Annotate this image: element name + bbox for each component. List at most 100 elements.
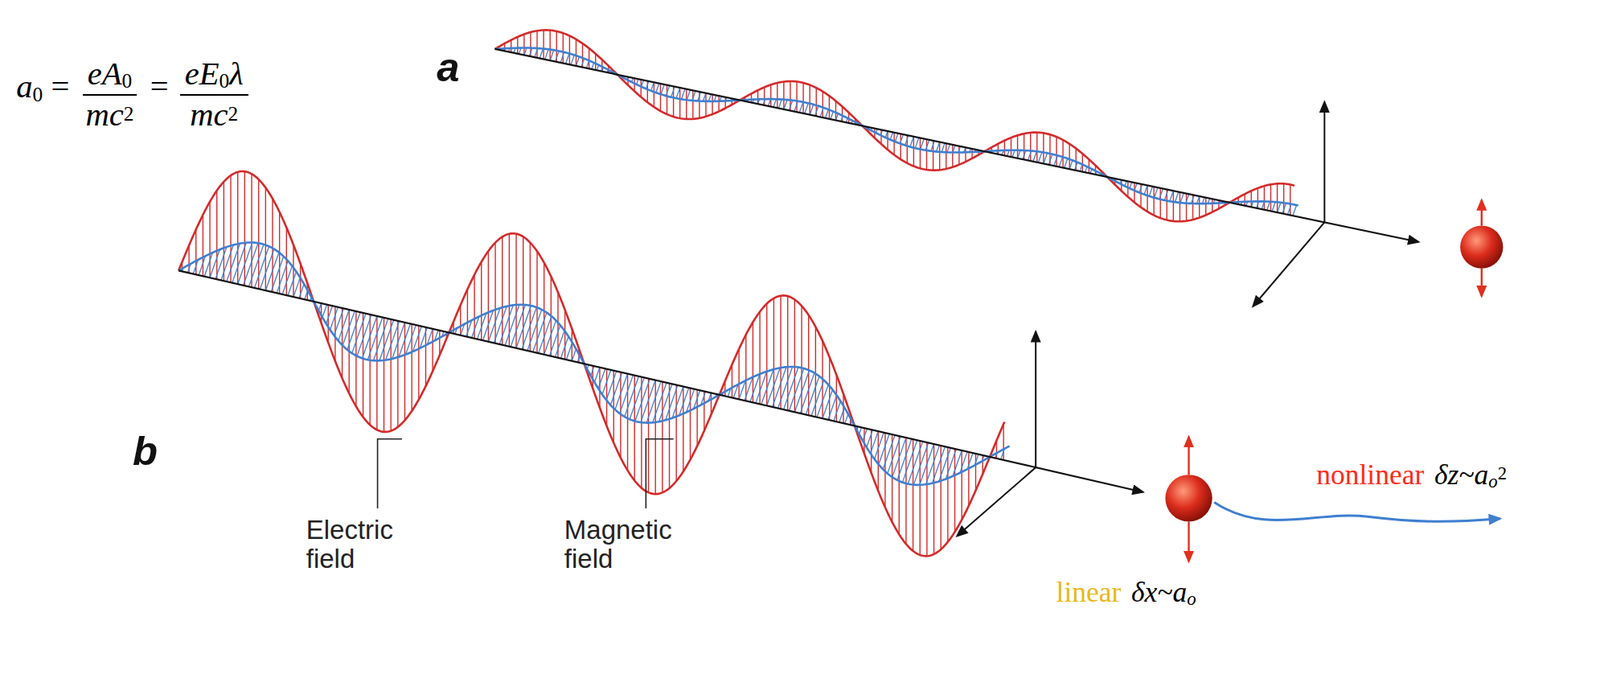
electric-hatch [800, 305, 802, 414]
electric-field-curve [495, 29, 1296, 222]
magnetic-hatch [571, 348, 576, 362]
magnetic-hatch [866, 430, 874, 448]
electric-hatch [508, 233, 510, 347]
electric-hatch [1133, 182, 1135, 203]
electric-hatch [773, 298, 775, 408]
electric-hatch [431, 328, 433, 372]
magnetic-hatch [379, 320, 394, 362]
electric-hatch [292, 244, 294, 297]
magnetic-hatch [610, 372, 622, 406]
formula-symbol: mc [85, 97, 124, 134]
magnetic-hatch [845, 414, 849, 424]
electric-hatch [763, 86, 765, 105]
magnetic-hatch [575, 57, 579, 66]
formula-symbol: a [16, 69, 33, 106]
magnetic-hatch [1079, 164, 1083, 171]
magnetic-hatch [804, 102, 809, 114]
magnetic-hatch [606, 370, 617, 400]
formula-symbol: eA [87, 56, 123, 93]
electric-hatch [634, 375, 636, 481]
electric-hatch [666, 85, 668, 115]
magnetic-hatch [534, 48, 538, 58]
electric-hatch [653, 82, 655, 107]
panel-letter: b [132, 428, 158, 474]
electric-hatch [244, 171, 246, 286]
magnetic-hatch [681, 88, 686, 99]
electric-hatch [529, 242, 531, 352]
magnetic-hatch [226, 243, 241, 282]
magnetic-hatch [347, 311, 361, 349]
magnetic-hatch [524, 48, 527, 56]
electric-hatch [682, 385, 684, 472]
magnetic-hatch [1159, 188, 1164, 199]
magnetic-hatch [899, 134, 903, 144]
electric-hatch [822, 91, 824, 118]
electric-hatch [745, 334, 747, 401]
electric-hatch [1270, 184, 1272, 211]
numerator: eE0λ [180, 56, 249, 96]
electric-hatch [1173, 190, 1174, 222]
electric-hatch [835, 101, 837, 121]
electric-hatch [1276, 183, 1278, 213]
panel-letter-b: b [132, 428, 158, 474]
electric-hatch [1263, 185, 1265, 210]
magnetic-hatch [773, 98, 777, 107]
electric-hatch [877, 430, 879, 491]
magnetic-hatch [862, 428, 867, 441]
magnetic-hatch [665, 385, 678, 420]
electric-hatch [738, 348, 739, 400]
electric-hatch [802, 82, 804, 114]
magnetic-hatch [398, 324, 411, 357]
formula-index: 0 [219, 69, 230, 93]
electric-hatch [1127, 180, 1129, 197]
electric-hatch [692, 90, 694, 119]
formula-symbol: mc [189, 97, 228, 134]
magnetic-hatch [1277, 202, 1281, 213]
electric-hatch [362, 312, 364, 417]
magnetic-hatch [385, 320, 400, 360]
magnetic-hatch [692, 90, 696, 101]
electric-hatch [1185, 193, 1187, 222]
leader-line [645, 438, 673, 509]
magnetic-hatch [925, 139, 930, 151]
axis-arrow [1252, 221, 1325, 306]
electric-hatch [369, 314, 371, 425]
magnetic-hatch [952, 144, 956, 152]
electric-hatch [705, 93, 706, 117]
magnetic-hatch [778, 99, 782, 109]
field-label: Electric field [306, 515, 394, 575]
nonlinear-label: nonlinearδz~ao2 [1316, 459, 1507, 492]
magnetic-hatch [805, 376, 820, 415]
magnetic-hatch [702, 93, 706, 102]
electric-hatch [389, 319, 391, 431]
magnetic-hatch [676, 87, 681, 99]
magnetic-hatch [1169, 190, 1174, 202]
magnetic-hatch [334, 307, 345, 336]
electric-hatch [919, 440, 921, 555]
electric-hatch [588, 48, 590, 69]
magnetic-hatch [816, 384, 829, 417]
magnetic-field-curve [178, 242, 1010, 485]
electric-hatch [795, 81, 797, 112]
magnetic-hatch [1033, 151, 1037, 161]
electric-hatch [661, 381, 663, 493]
electric-hatch [731, 364, 733, 398]
magnetic-hatch [815, 106, 819, 116]
magnetic-hatch [1043, 152, 1048, 164]
magnetic-hatch [510, 304, 526, 347]
electric-hatch [968, 451, 969, 506]
numerator: eA0 [82, 56, 138, 96]
magnetic-hatch [822, 389, 833, 419]
formula: a0=eA0mc2=eE0λmc2 [16, 56, 252, 134]
electric-hatch [841, 106, 843, 122]
electric-hatch [516, 36, 518, 54]
magnetic-hatch [914, 137, 919, 148]
axis-arrow [956, 467, 1036, 536]
magnetic-hatch [598, 368, 606, 389]
magnetic-hatch [767, 367, 780, 406]
formula-operator: = [150, 69, 169, 106]
electric-hatch [828, 95, 830, 119]
magnetic-hatch [887, 436, 901, 474]
magnetic-hatch [629, 377, 645, 419]
electric-hatch [397, 320, 398, 427]
